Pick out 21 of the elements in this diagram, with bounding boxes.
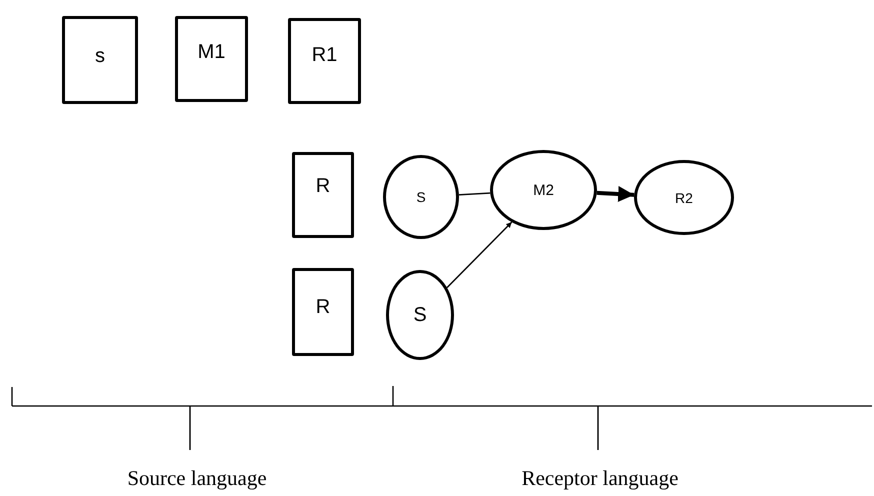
node-label: s: [95, 44, 105, 68]
axis-label: Receptor language: [513, 464, 687, 492]
arrow: [596, 186, 634, 202]
node-label: R: [316, 296, 330, 318]
square-node: [175, 16, 248, 102]
leader-line: [189, 406, 191, 450]
axis-label: Source language: [127, 464, 267, 492]
connector-line: [458, 192, 490, 196]
node-label: S: [413, 304, 427, 326]
leader-line: [597, 406, 599, 450]
square-node: [62, 16, 138, 104]
square-node: [292, 268, 354, 356]
node-label: M1: [198, 40, 226, 64]
square-node: [292, 152, 354, 238]
arrow: [446, 222, 512, 288]
node-label: M2: [533, 182, 554, 198]
node-label: R2: [675, 190, 693, 206]
node-label: R1: [312, 44, 338, 66]
square-node: [288, 18, 361, 104]
node-label: S: [416, 189, 426, 205]
node-label: R: [316, 174, 330, 198]
